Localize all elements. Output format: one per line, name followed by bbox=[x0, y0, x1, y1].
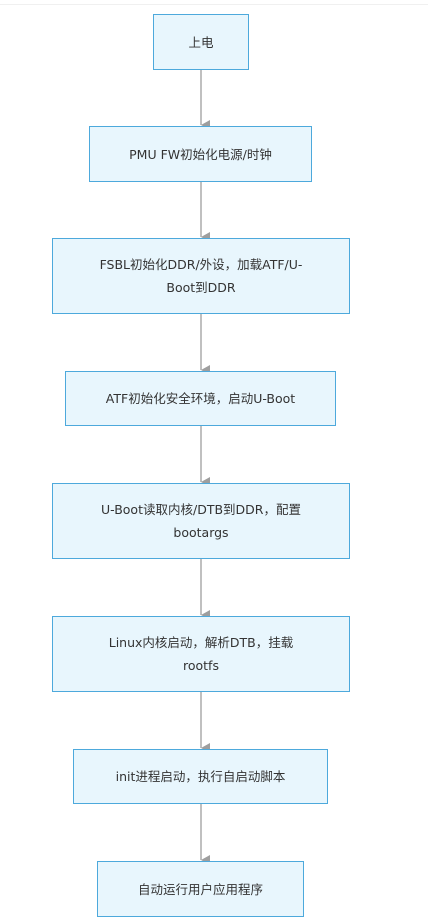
node-label: 自动运行用户应用程序 bbox=[137, 881, 263, 897]
node-linux: Linux内核启动，解析DTB，挂载rootfs bbox=[52, 616, 350, 692]
node-init: init进程启动，执行自启动脚本 bbox=[73, 749, 328, 804]
node-label: PMU FW初始化电源/时钟 bbox=[129, 146, 272, 162]
node-label: ATF初始化安全环境，启动U-Boot bbox=[105, 391, 296, 406]
node-label: U-Boot读取内核/DTB到DDR，配置bootargs bbox=[101, 502, 301, 540]
node-pmu-fw: PMU FW初始化电源/时钟 bbox=[89, 126, 312, 182]
node-label: 上电 bbox=[188, 34, 214, 50]
node-user-app: 自动运行用户应用程序 bbox=[97, 861, 304, 917]
node-u-boot: U-Boot读取内核/DTB到DDR，配置bootargs bbox=[52, 483, 350, 559]
node-fsbl: FSBL初始化DDR/外设，加载ATF/U-Boot到DDR bbox=[52, 238, 350, 314]
node-power-on: 上电 bbox=[153, 14, 249, 70]
node-label: init进程启动，执行自启动脚本 bbox=[115, 769, 286, 784]
top-divider bbox=[0, 0, 428, 5]
node-label: Linux内核启动，解析DTB，挂载rootfs bbox=[108, 635, 294, 673]
node-label: FSBL初始化DDR/外设，加载ATF/U-Boot到DDR bbox=[99, 257, 303, 295]
node-atf: ATF初始化安全环境，启动U-Boot bbox=[65, 371, 336, 426]
